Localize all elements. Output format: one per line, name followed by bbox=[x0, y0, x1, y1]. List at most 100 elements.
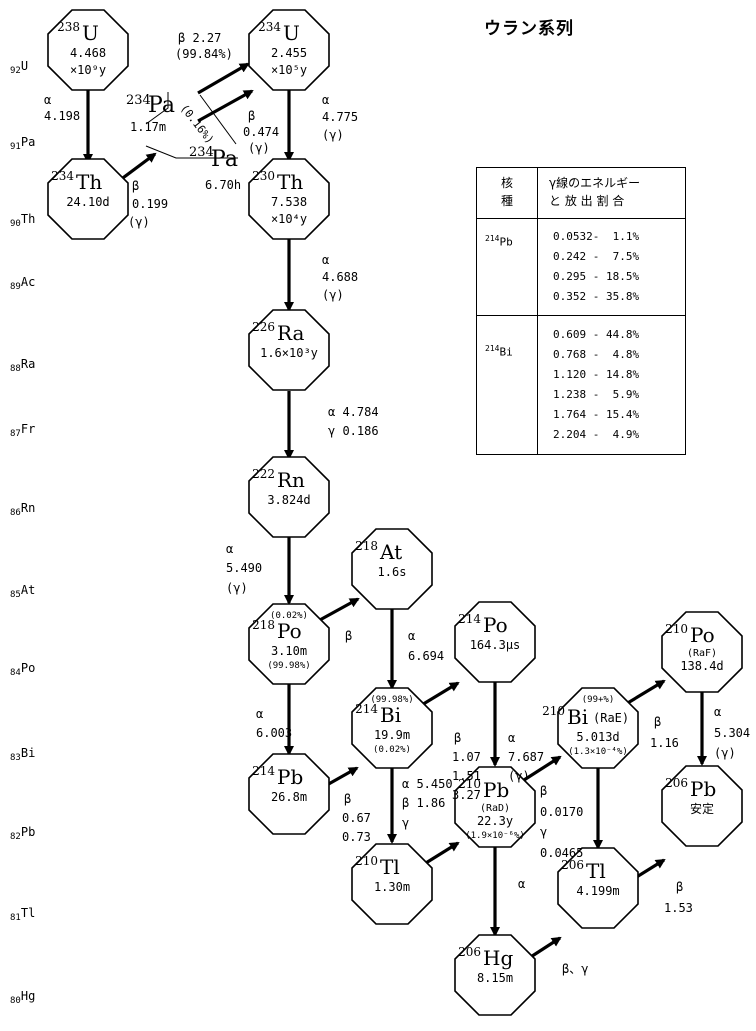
half-life-detail: ×10⁵y bbox=[271, 63, 307, 77]
mass-number: 218 bbox=[355, 539, 378, 553]
branch-ratio-top: (99+%) bbox=[582, 695, 615, 705]
element-label: 86Rn bbox=[10, 501, 35, 518]
pa234-halflife: 1.17m bbox=[130, 120, 166, 134]
half-life: 3.10m bbox=[271, 644, 307, 658]
half-life: 4.468 bbox=[70, 46, 106, 60]
label-energy: 7.687 bbox=[508, 750, 544, 764]
label-energy: 4.775 bbox=[322, 110, 358, 124]
label-alpha: α bbox=[256, 707, 263, 721]
branch-ratio-top: (0.02%) bbox=[270, 611, 308, 621]
half-life-detail: (0.02%) bbox=[373, 745, 411, 755]
branch-ratio-top: (99.98%) bbox=[370, 695, 413, 705]
arrow-bi210-po210 bbox=[625, 679, 666, 706]
element-symbol: U bbox=[283, 21, 300, 45]
mass-number: 210 bbox=[355, 854, 378, 868]
table-row: 0.352 - 35.8% bbox=[553, 290, 640, 303]
half-life: 24.10d bbox=[66, 195, 109, 209]
table-row: 1.120 - 14.8% bbox=[553, 368, 640, 381]
label-energy: 6.003 bbox=[256, 726, 292, 740]
label-beta: β bbox=[654, 715, 661, 729]
label-energy: 3.27 bbox=[452, 788, 481, 802]
label-gamma: (γ) bbox=[322, 288, 344, 302]
nuclide-octagon bbox=[248, 603, 330, 685]
label-beta: β bbox=[676, 880, 683, 894]
label-energy: 6.694 bbox=[408, 649, 444, 663]
half-life: 4.199m bbox=[576, 884, 619, 898]
mass-number: 234 bbox=[51, 169, 74, 183]
label-beta: β bbox=[540, 784, 547, 798]
pa234-symbol: Pa bbox=[148, 93, 175, 118]
label-energy: 0.73 bbox=[342, 830, 371, 844]
nuclide-octagon bbox=[454, 766, 536, 848]
nuclide-octagon bbox=[248, 753, 330, 835]
element-label: 89Ac bbox=[10, 275, 35, 292]
half-life: 7.538 bbox=[271, 195, 307, 209]
mass-number: 214 bbox=[252, 764, 275, 778]
element-label: 90Th bbox=[10, 212, 35, 229]
header-energy-line2: と 放 出 割 合 bbox=[549, 194, 625, 208]
arrow-pa234b-u234 bbox=[197, 89, 254, 123]
element-symbol: Bi bbox=[567, 705, 588, 729]
table-row: 0.295 - 18.5% bbox=[553, 270, 640, 283]
label-beta: β 2.27 bbox=[178, 31, 221, 45]
label-beta: β bbox=[344, 792, 351, 806]
pa234-mass: 234 bbox=[126, 93, 151, 108]
element-symbol: Bi bbox=[380, 703, 401, 727]
nuclide-octagon bbox=[661, 765, 743, 847]
label-beta: β bbox=[248, 109, 255, 123]
gamma-energy-table: 核 種 γ線のエネルギー と 放 出 割 合 214Pb 0.0532- 1.1… bbox=[476, 167, 686, 455]
table-header-rule bbox=[477, 218, 685, 219]
half-life: 164.3μs bbox=[470, 638, 521, 652]
element-symbol: Tl bbox=[380, 855, 400, 879]
label-alpha: α bbox=[322, 253, 329, 267]
half-life-detail: (1.3×10⁻⁴%) bbox=[568, 747, 628, 757]
nuclide-octagon bbox=[248, 309, 330, 391]
label-energy: 5.304 bbox=[714, 726, 750, 740]
diagram-title: ウラン系列 bbox=[484, 19, 574, 39]
element-label: 82Pb bbox=[10, 825, 35, 842]
label-beta: β 1.86 bbox=[402, 796, 445, 810]
table-row: 1.764 - 15.4% bbox=[553, 408, 640, 421]
half-life: 8.15m bbox=[477, 971, 513, 985]
pa234b-mass: 234 bbox=[189, 145, 214, 160]
mass-number: 230 bbox=[252, 169, 275, 183]
label-energy: 0.474 bbox=[243, 125, 279, 139]
nuclide-octagon bbox=[248, 456, 330, 538]
mass-number: 210 bbox=[542, 704, 565, 718]
pa234b-halflife: 6.70h bbox=[205, 178, 241, 192]
element-label: 91Pa bbox=[10, 135, 35, 152]
nuclide-alias: (RaF) bbox=[687, 648, 717, 659]
label-energy: 1.53 bbox=[664, 901, 693, 915]
element-label: 84Po bbox=[10, 661, 35, 678]
half-life-detail: ×10⁹y bbox=[70, 63, 106, 77]
element-symbol: At bbox=[379, 540, 402, 564]
label-energy: 0.0465 bbox=[540, 846, 583, 860]
header-energy-line1: γ線のエネルギー bbox=[549, 176, 641, 190]
nuclide-octagon bbox=[661, 611, 743, 693]
label-alpha: α bbox=[408, 629, 415, 643]
pa234-brackets bbox=[145, 92, 238, 159]
half-life-detail: (99.98%) bbox=[267, 661, 310, 671]
element-label: 81Tl bbox=[10, 906, 35, 923]
table-divider bbox=[537, 168, 538, 454]
half-life: 5.013d bbox=[576, 730, 619, 744]
arrow-po218-at218 bbox=[317, 597, 360, 623]
label-alpha: α bbox=[44, 93, 51, 107]
pa234-it-branch: (0.16%) bbox=[178, 102, 217, 147]
label-branch: (99.84%) bbox=[175, 47, 233, 61]
label-alpha: α bbox=[714, 705, 721, 719]
table-header-nuclide: 核 種 bbox=[477, 168, 537, 218]
label-energy: 1.16 bbox=[650, 736, 679, 750]
header-nuclide-line1: 核 bbox=[500, 176, 513, 190]
nuclide-alias: (RaE) bbox=[593, 711, 629, 725]
